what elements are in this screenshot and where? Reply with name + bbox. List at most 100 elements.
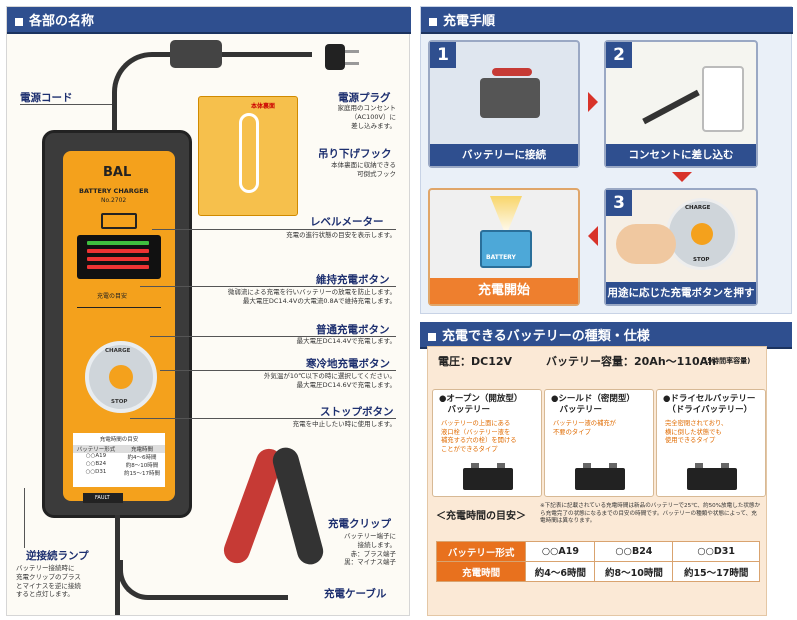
desc-reverse-lamp: バッテリー接続時に 充電クリップのプラス とマイナスを逆に接続 すると点灯します…: [16, 564, 81, 599]
desc-hang-hook: 本体裏面に収納できる 可倒式フック: [331, 161, 396, 178]
dial-charge-label: CHARGE: [105, 348, 131, 354]
leader-reverse-lamp: [24, 488, 25, 548]
label-power-plug: 電源プラグ: [338, 92, 391, 104]
fault-lamp: FAULT: [83, 493, 123, 503]
charge-cable: [115, 515, 120, 615]
step-3-dial-charge: CHARGE: [685, 205, 711, 211]
dial-center[interactable]: [109, 365, 133, 389]
outlet-icon: [702, 66, 744, 132]
step-2-number: 2: [606, 42, 632, 68]
dry-title: ●ドライセルバッテリー （ドライバッテリー）: [663, 394, 756, 415]
leader-power-cord: [20, 104, 112, 105]
label-maintenance-button: 維持充電ボタン: [316, 274, 390, 286]
leader-maintenance: [140, 286, 396, 287]
car-battery-icon: [480, 78, 540, 118]
voltage-spec: 電圧：DC12V: [438, 355, 513, 368]
arrow-left-icon: [588, 226, 598, 246]
table-time-d31: 約15〜17時間: [672, 561, 760, 582]
desc-normal-button: 最大電圧DC14.4Vで充電します。: [296, 337, 396, 345]
step-3-number: 3: [606, 190, 632, 216]
charge-time-table: バッテリー形式 ○○A19 ○○B24 ○○D31 充電時間 約4〜6時間 約8…: [435, 541, 760, 582]
mode-icons: [77, 307, 161, 321]
step-3-dial-center: [691, 223, 713, 245]
charger-body: BAL BATTERY CHARGER No.2702 充電の目安 CHARGE…: [42, 130, 192, 518]
level-bar-2: [87, 249, 149, 253]
charger-face: BAL BATTERY CHARGER No.2702 充電の目安 CHARGE…: [63, 151, 175, 503]
step-3: 3 CHARGE STOP 用途に応じた充電ボタンを押す: [604, 188, 758, 306]
label-level-meter: レベルメーター: [310, 216, 384, 228]
label-cold-button: 寒冷地充電ボタン: [306, 358, 390, 370]
charge-dial[interactable]: CHARGE STOP: [85, 341, 157, 413]
clip-icon: [492, 68, 532, 76]
arrow-down-icon: [672, 172, 692, 182]
step-1: 1 バッテリーに接続: [428, 40, 580, 168]
table-row: バッテリー形式 ○○A19 ○○B24 ○○D31: [435, 541, 760, 562]
dial-stop-label: STOP: [111, 399, 128, 405]
level-meter: [77, 235, 161, 279]
brand-logo: BAL: [103, 165, 132, 180]
sealed-desc: バッテリー液の補充が 不要のタイプ: [553, 420, 616, 436]
arrow-right-icon: [588, 92, 598, 112]
label-stop-button: ストップボタン: [320, 406, 394, 418]
sealed-title: ●シールド（密閉型） バッテリー: [551, 394, 635, 415]
step-2: 2 コンセントに差し込む: [604, 40, 758, 168]
plug-pins: [345, 50, 359, 53]
capacity-note: (5時間率容量): [704, 357, 751, 365]
charge-time-heading: ＜充電時間の目安＞: [436, 511, 526, 522]
label-normal-button: 普通充電ボタン: [316, 324, 390, 336]
capacity-spec: バッテリー容量：20Ah〜110Ah: [546, 355, 716, 368]
label-hang-hook: 吊り下げフック: [318, 148, 392, 160]
label-reverse-lamp: 逆接続ランプ: [26, 550, 89, 562]
step-3-dial: CHARGE STOP: [666, 198, 738, 270]
table-row: 充電時間 約4〜6時間 約8〜10時間 約15〜17時間: [435, 561, 760, 582]
spec-header: 充電できるバッテリーの種類・仕様: [420, 322, 792, 349]
sealed-battery-icon: [575, 463, 625, 490]
leader-cold: [160, 370, 396, 371]
mode-label: 充電の目安: [97, 293, 128, 300]
step-3-caption: 用途に応じた充電ボタンを押す: [606, 282, 756, 304]
plug-arrow-icon: [642, 89, 700, 125]
step-2-caption: コンセントに差し込む: [606, 144, 756, 166]
cable-curve: [118, 560, 288, 600]
step-3-dial-stop: STOP: [693, 257, 710, 263]
open-title: ●オープン（開放型） バッテリー: [439, 394, 523, 415]
label-power-cord: 電源コード: [20, 92, 73, 104]
dry-desc: 完全密閉されており、 横に倒した状態でも 使用できるタイプ: [665, 420, 728, 444]
table-time-a19: 約4〜6時間: [525, 561, 596, 582]
level-bar-1: [87, 241, 149, 245]
hook-icon: [239, 113, 259, 193]
leader-normal: [150, 336, 396, 337]
battery-type-sealed: ●シールド（密閉型） バッテリー バッテリー液の補充が 不要のタイプ: [544, 389, 654, 497]
open-battery-icon: [463, 463, 513, 490]
table-time-b24: 約8〜10時間: [594, 561, 674, 582]
model-number: No.2702: [101, 197, 127, 204]
step-1-number: 1: [430, 42, 456, 68]
steps-title: 充電手順: [421, 7, 793, 34]
leader-stop: [130, 418, 396, 419]
desc-cold-button: 外気温が10℃以下の時に選択してください。 最大電圧DC14.6Vで充電します。: [263, 372, 396, 389]
charge-start-caption: 充電開始: [430, 278, 578, 304]
level-bar-3: [87, 257, 149, 261]
desc-maintenance-button: 微弱流による充電を行いバッテリーの放電を防止します。 最大電圧DC14.4Vの大…: [227, 288, 396, 305]
spec-title: 充電できるバッテリーの種類・仕様: [420, 322, 792, 349]
cord-ferrite: [170, 40, 222, 68]
start-battery-icon: BATTERY: [480, 230, 532, 268]
finger-icon: [616, 224, 676, 264]
label-charge-cable: 充電ケーブル: [324, 588, 387, 600]
table-head-d31: ○○D31: [672, 541, 760, 562]
leader-level-meter: [152, 229, 396, 230]
parts-title: 各部の名称: [7, 7, 411, 34]
table-head-b24: ○○B24: [594, 541, 674, 562]
hook-note: 本体裏面: [251, 103, 276, 110]
table-head-a19: ○○A19: [525, 541, 596, 562]
battery-type-open: ●オープン（開放型） バッテリー バッテリーの上面にある 液口栓（バッテリー液を…: [432, 389, 542, 497]
spec-panel: 電圧：DC12V バッテリー容量：20Ah〜110Ah (5時間率容量) ●オー…: [427, 346, 767, 616]
hook-inset: 本体裏面: [198, 96, 298, 216]
battery-type-dry: ●ドライセルバッテリー （ドライバッテリー） 完全密閉されており、 横に倒した状…: [656, 389, 766, 497]
power-plug-icon: [325, 44, 345, 70]
open-desc: バッテリーの上面にある 液口栓（バッテリー液を 補充する穴の栓）を開ける ことが…: [441, 420, 517, 453]
table-head-type: バッテリー形式: [435, 541, 527, 562]
label-charge-clip: 充電クリップ: [328, 518, 391, 530]
table-time-label: 充電時間: [435, 561, 527, 582]
